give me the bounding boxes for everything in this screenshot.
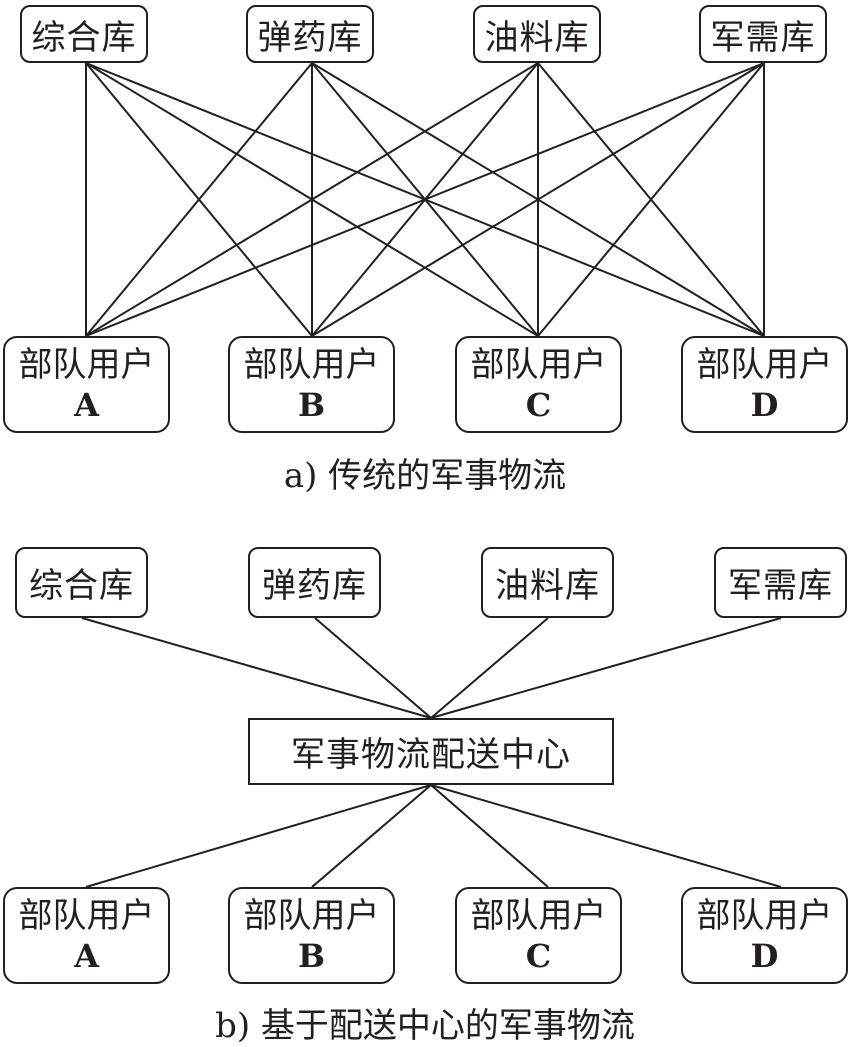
b-depot-general: 综合库 <box>15 547 148 618</box>
b-unit-a: 部队用户 A <box>3 887 170 984</box>
b-link-center-unit2 <box>430 784 549 888</box>
b-link-depot1-center <box>314 617 432 719</box>
b-unit-d-label: 部队用户 <box>696 895 833 936</box>
a-unit-b: 部队用户 B <box>228 336 395 433</box>
a-depot-ammunition: 弹药库 <box>246 5 374 63</box>
a-unit-b-letter: B <box>297 385 326 424</box>
a-depot-fuel: 油料库 <box>473 5 601 63</box>
b-depot-supplies: 军需库 <box>714 547 847 618</box>
a-depot-supplies: 军需库 <box>699 5 827 63</box>
b-link-center-unit3 <box>430 784 782 888</box>
b-unit-a-label: 部队用户 <box>18 895 155 936</box>
a-unit-c-label: 部队用户 <box>470 344 607 385</box>
b-link-depot2-center <box>430 617 549 719</box>
a-link-depot3-unit1 <box>311 62 765 337</box>
caption-a: a) 传统的军事物流 <box>283 456 567 496</box>
a-unit-c: 部队用户 C <box>455 336 622 433</box>
b-link-center-unit0 <box>85 784 432 888</box>
a-link-depot1-unit0 <box>85 62 313 337</box>
a-unit-b-label: 部队用户 <box>243 344 380 385</box>
a-unit-d: 部队用户 D <box>681 336 848 433</box>
a-unit-d-letter: D <box>750 385 779 424</box>
a-depot-general: 综合库 <box>20 5 148 63</box>
b-link-depot0-center <box>81 617 432 719</box>
b-unit-a-letter: A <box>74 936 99 975</box>
a-unit-c-letter: C <box>525 385 552 424</box>
b-unit-d: 部队用户 D <box>681 887 848 984</box>
b-unit-d-letter: D <box>750 936 779 975</box>
distribution-center: 军事物流配送中心 <box>248 718 614 785</box>
a-unit-a: 部队用户 A <box>3 336 170 433</box>
b-unit-c: 部队用户 C <box>455 887 622 984</box>
b-unit-b-letter: B <box>297 936 326 975</box>
a-unit-a-label: 部队用户 <box>18 344 155 385</box>
b-unit-c-letter: C <box>525 936 552 975</box>
b-unit-b-label: 部队用户 <box>243 895 380 936</box>
b-depot-ammunition: 弹药库 <box>248 547 381 618</box>
b-unit-c-label: 部队用户 <box>470 895 607 936</box>
a-link-depot3-unit0 <box>85 62 765 337</box>
a-link-depot2-unit0 <box>85 62 539 337</box>
a-link-depot3-unit2 <box>537 62 765 337</box>
b-depot-fuel: 油料库 <box>481 547 614 618</box>
a-unit-a-letter: A <box>74 385 99 424</box>
a-unit-d-label: 部队用户 <box>696 344 833 385</box>
b-link-depot3-center <box>430 617 782 719</box>
b-unit-b: 部队用户 B <box>228 887 395 984</box>
caption-b: b) 基于配送中心的军事物流 <box>215 1006 635 1046</box>
b-link-center-unit1 <box>311 784 432 888</box>
